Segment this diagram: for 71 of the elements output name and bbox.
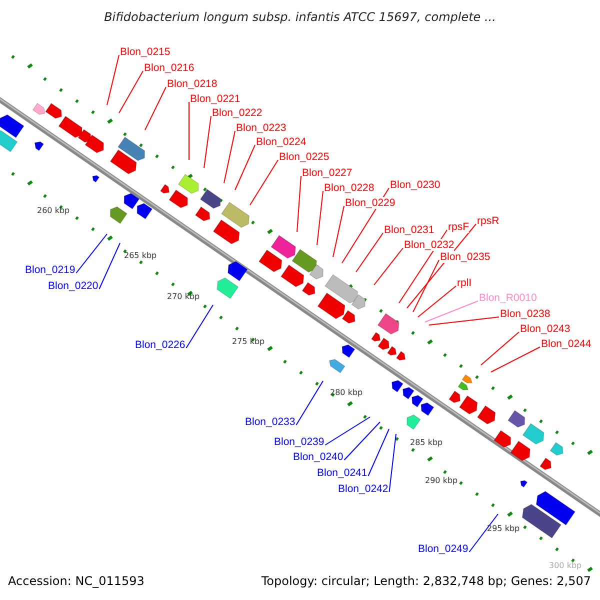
gene-label: Blon_0227 xyxy=(302,167,352,179)
gene-label: Blon_0244 xyxy=(541,338,592,350)
leader-line xyxy=(332,206,344,258)
gene-label: Blon_0216 xyxy=(144,62,194,74)
scale-label: 295 kbp xyxy=(487,524,520,534)
leader-line xyxy=(204,116,212,168)
leader-line xyxy=(374,248,404,286)
leader-line xyxy=(424,300,478,322)
leader-line xyxy=(234,144,256,190)
gene-label: Blon_0233 xyxy=(245,416,296,428)
leader-line xyxy=(106,54,120,106)
leader-line xyxy=(224,130,236,184)
gene-label: Blon_0219 xyxy=(25,264,76,276)
leader-line xyxy=(490,346,540,372)
gene-label: Blon_0238 xyxy=(500,308,550,320)
scale-label: 270 kbp xyxy=(167,292,200,302)
genome-info-text: Topology: circular; Length: 2,832,748 bp; Genes: 2,507 xyxy=(261,574,591,588)
gene-label: Blon_0243 xyxy=(520,323,570,335)
gene-label: Blon_0242 xyxy=(338,483,388,495)
gene-label: Blon_0224 xyxy=(256,136,306,148)
leader-line xyxy=(76,234,108,274)
leader-line xyxy=(412,260,440,312)
leader-line xyxy=(296,380,324,426)
leader-line xyxy=(188,102,190,160)
leader-line xyxy=(368,428,390,476)
gene-label: Blon_0231 xyxy=(384,224,434,236)
scale-label: 265 kbp xyxy=(124,251,157,261)
title: Bifidobacterium longum subsp. infantis ATCC 15697, complete ... xyxy=(103,10,497,24)
scale-label: 290 kbp xyxy=(425,476,458,486)
leader-line xyxy=(468,514,498,552)
gene-label: Blon_0235 xyxy=(440,251,490,263)
leader-line xyxy=(344,422,380,460)
gene-label: Blon_0226 xyxy=(135,339,186,351)
leader-line xyxy=(388,434,396,492)
gene-label: Blon_0215 xyxy=(120,46,170,58)
scale-label: 300 kbp xyxy=(549,561,582,571)
gene-label: Blon_0225 xyxy=(279,151,330,163)
gene-label: Blon_0218 xyxy=(167,78,218,90)
gene-label: Blon_R0010 xyxy=(479,292,537,304)
gene-label: rpsR xyxy=(477,215,500,227)
gene-label: Blon_0230 xyxy=(390,179,440,191)
gene-label: Blon_0240 xyxy=(293,451,344,463)
leader-line xyxy=(118,70,144,114)
leader-line xyxy=(296,176,302,232)
leader-line xyxy=(316,190,324,246)
gene-label: Blon_0223 xyxy=(236,122,286,134)
gene-label: Blon_0220 xyxy=(48,280,98,292)
leader-line xyxy=(98,242,120,290)
leader-line xyxy=(428,316,500,326)
scale-label: 280 kbp xyxy=(330,388,363,398)
gene-label: Blon_0232 xyxy=(404,239,454,251)
leader-line xyxy=(480,332,520,366)
scale-label: 275 kbp xyxy=(232,337,265,347)
leader-line xyxy=(324,416,370,446)
gene-label: Blon_0222 xyxy=(212,107,262,119)
gene-label: Blon_0239 xyxy=(274,436,324,448)
leader-line xyxy=(144,86,166,130)
gene-label: Blon_0249 xyxy=(418,543,468,555)
scale-label: 285 kbp xyxy=(410,438,443,448)
leader-line xyxy=(418,286,456,318)
accession-text: Accession: NC_011593 xyxy=(8,574,144,588)
gene-label: Blon_0241 xyxy=(317,467,368,479)
leader-line xyxy=(250,160,278,206)
leader-line xyxy=(186,304,214,348)
leader-line xyxy=(356,232,384,272)
scale-label: 260 kbp xyxy=(37,206,70,216)
gene-label: Blon_0228 xyxy=(324,182,374,194)
gene-label: Blon_0221 xyxy=(190,93,240,105)
gene-label: rplI xyxy=(457,277,472,289)
gene-label: Blon_0229 xyxy=(345,197,396,209)
gene-label: rpsF xyxy=(448,221,469,233)
